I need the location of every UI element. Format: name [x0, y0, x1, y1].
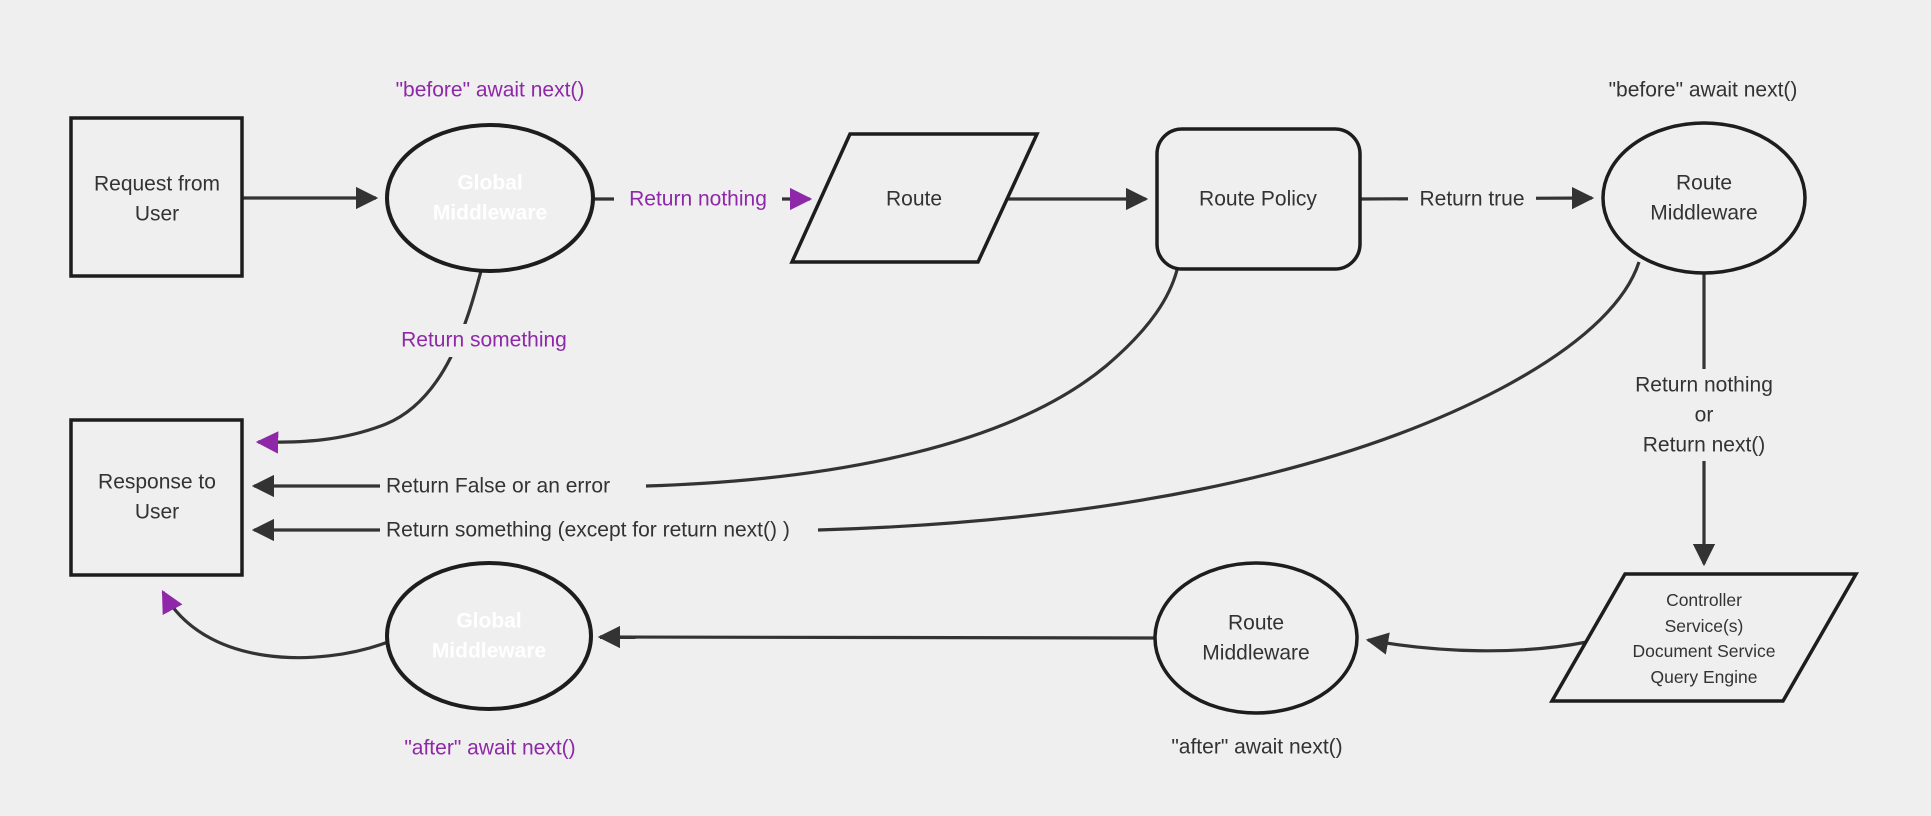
request-label-line2: User	[135, 203, 179, 226]
label-bg-return-something	[387, 324, 581, 357]
request-label-line1: Request from	[94, 173, 220, 196]
response-box	[69, 418, 244, 577]
label-return-something: Return something	[401, 329, 567, 352]
label-return-true: Return true	[1419, 188, 1524, 211]
route-middleware-bottom-ellipse	[1153, 561, 1359, 715]
edge-route-policy-to-response-curve	[645, 269, 1179, 488]
label-after-await-next-route: "after" await next()	[1171, 736, 1342, 759]
route-parallelogram	[789, 132, 1040, 264]
edge-global-middleware-bottom-to-response	[161, 590, 389, 660]
node-route-policy: Route Policy	[1155, 127, 1362, 271]
route-middleware-top-ellipse	[1601, 121, 1807, 275]
response-label-line2: User	[135, 501, 179, 524]
node-route-middleware-top: Route Middleware	[1601, 121, 1807, 275]
global-middleware-top-line1: Global	[457, 172, 522, 195]
label-return-nothing-or-next-line1: Return nothing	[1635, 374, 1773, 397]
label-return-nothing-or-next: Return nothing or Return next()	[1635, 374, 1773, 457]
edge-controller-to-route-middleware-bottom	[1365, 632, 1588, 655]
global-middleware-bottom-line2: Middleware	[432, 640, 546, 663]
edge-route-middleware-bottom-to-global-middleware-bottom	[597, 625, 1156, 649]
node-global-middleware-bottom: Global Middleware	[385, 561, 593, 711]
label-return-nothing: Return nothing	[629, 188, 767, 211]
node-request-from-user: Request from User	[69, 116, 244, 278]
edge-global-middleware-top-to-response	[255, 270, 483, 454]
response-label-line1: Response to	[98, 471, 216, 494]
global-middleware-bottom-ellipse	[385, 561, 593, 711]
label-bg-return-nothing-or-next	[1615, 369, 1793, 461]
global-middleware-top-line2: Middleware	[433, 202, 547, 225]
global-middleware-top-ellipse	[385, 123, 595, 273]
node-route: Route	[789, 132, 1040, 264]
route-middleware-bottom-line1: Route	[1228, 612, 1284, 635]
label-return-something-except: Return something (except for return next…	[386, 519, 790, 542]
route-middleware-top-line2: Middleware	[1650, 202, 1757, 225]
controller-line4: Query Engine	[1650, 667, 1757, 687]
label-after-await-next-global: "after" await next()	[404, 737, 575, 760]
route-label: Route	[886, 188, 942, 211]
global-middleware-bottom-line1: Global	[456, 610, 521, 633]
request-box	[69, 116, 244, 278]
node-route-middleware-bottom: Route Middleware	[1153, 561, 1359, 715]
label-bg-return-true	[1408, 182, 1536, 216]
label-before-await-next-global: "before" await next()	[396, 79, 585, 102]
label-return-false-or-error: Return False or an error	[386, 475, 610, 498]
route-middleware-bottom-line2: Middleware	[1202, 642, 1309, 665]
label-return-nothing-or-next-line2: or	[1695, 404, 1714, 427]
controller-line1: Controller	[1666, 590, 1742, 610]
label-bg-return-nothing	[614, 182, 782, 216]
label-return-nothing-or-next-line3: Return next()	[1643, 434, 1766, 457]
controller-parallelogram	[1548, 572, 1860, 703]
label-before-await-next-route: "before" await next()	[1609, 79, 1798, 102]
route-policy-label: Route Policy	[1199, 188, 1317, 211]
node-response-to-user: Response to User	[69, 418, 244, 577]
edge-route-middleware-to-response-curve	[817, 261, 1641, 532]
controller-line3: Document Service	[1633, 641, 1776, 661]
controller-line2: Service(s)	[1665, 616, 1744, 636]
route-policy-box	[1155, 127, 1362, 271]
route-middleware-top-line1: Route	[1676, 172, 1732, 195]
node-controller-services: Controller Service(s) Document Service Q…	[1548, 572, 1860, 703]
node-global-middleware-top: Global Middleware	[385, 123, 595, 273]
